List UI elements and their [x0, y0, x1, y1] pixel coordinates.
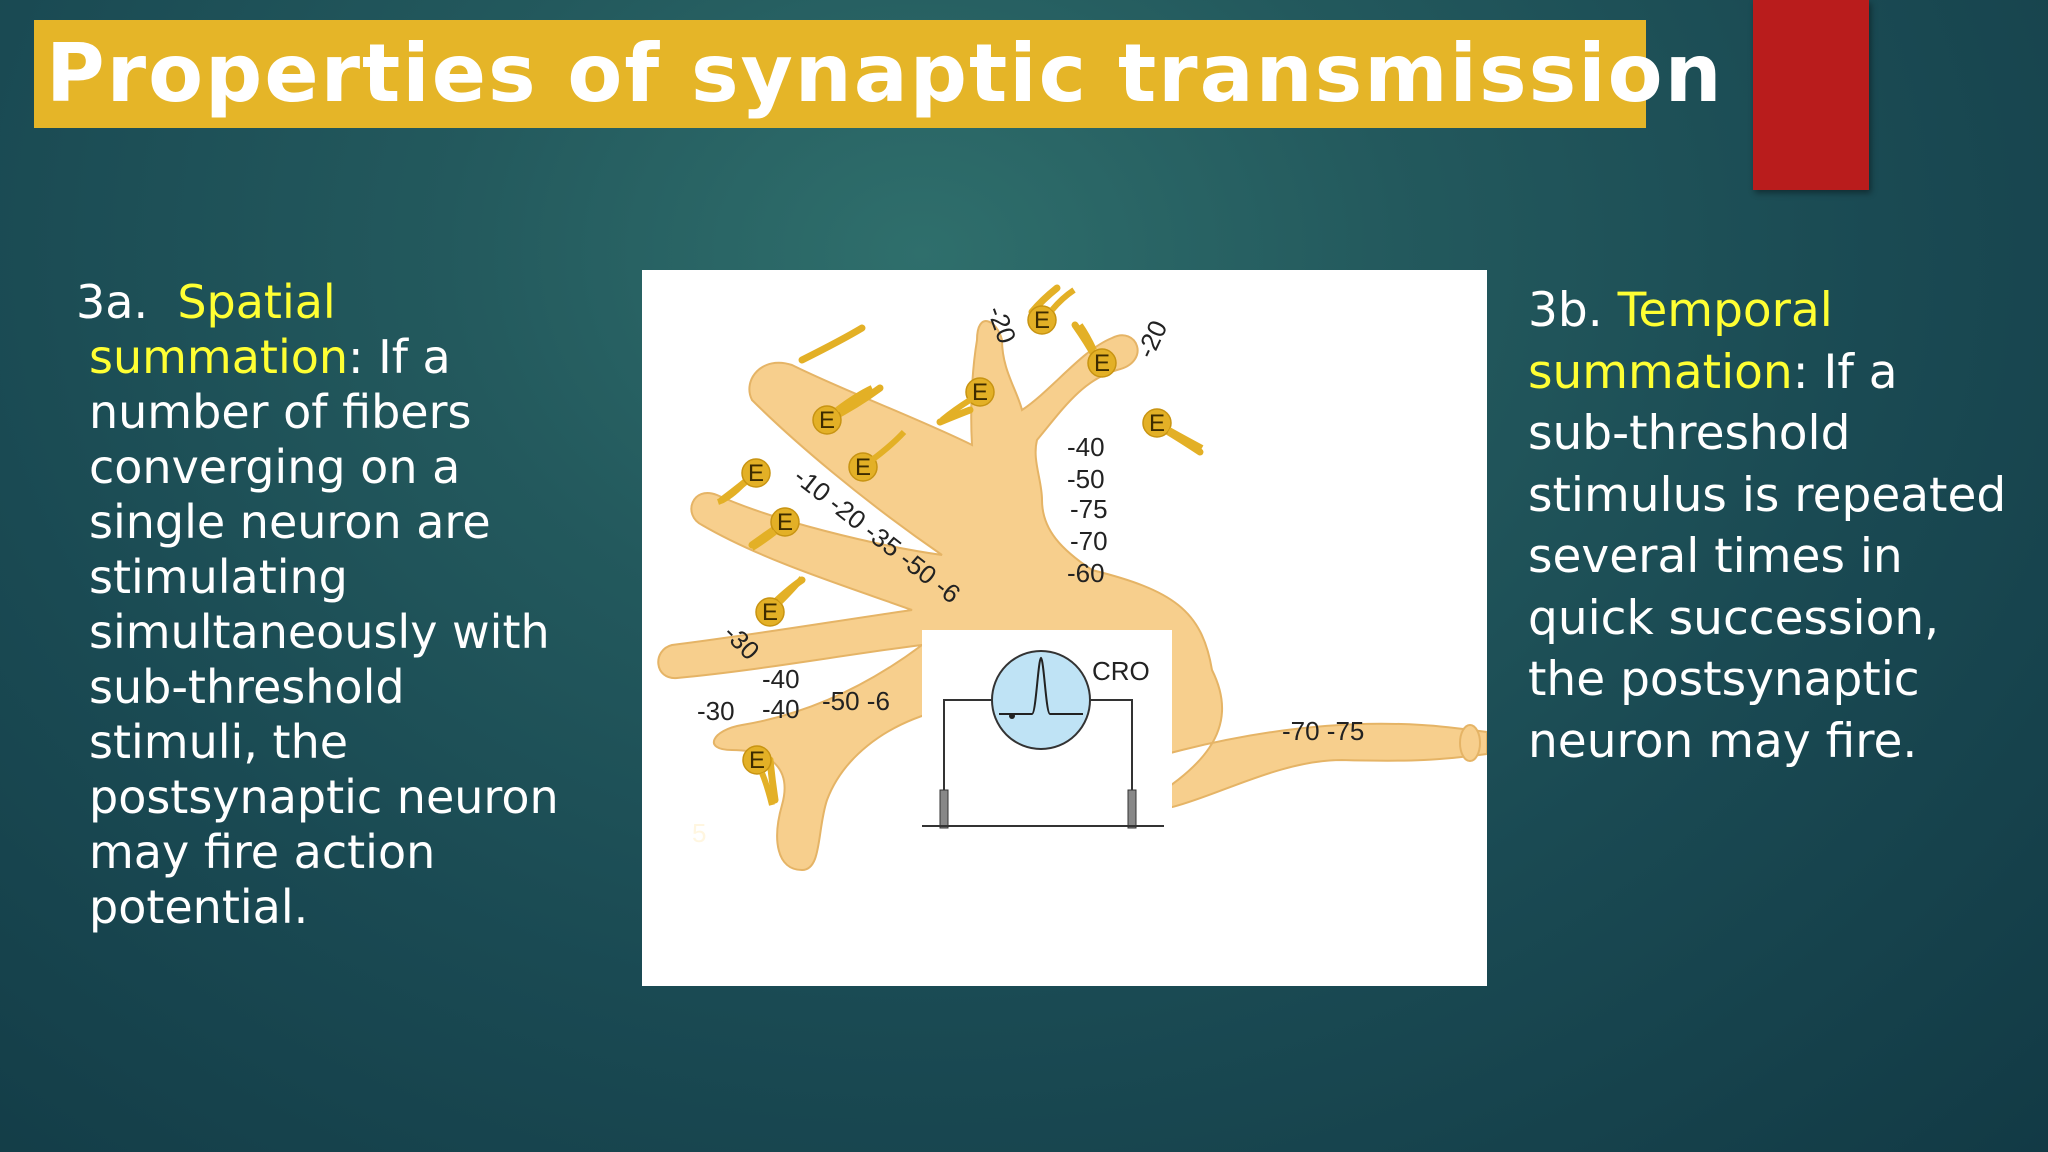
right-term-line1: Temporal [1617, 283, 1833, 338]
terminal-bulb-4 [770, 507, 800, 537]
terminal-bulb-8 [1027, 305, 1057, 335]
cro-inset: CRO [922, 630, 1172, 830]
terminal-bulb-9 [1087, 348, 1117, 378]
left-line: stimuli, the [89, 715, 349, 769]
left-line: may fire action [89, 825, 436, 879]
label-stack-4: -70 [1070, 526, 1108, 556]
terminal-stalk-h [1049, 287, 1076, 312]
terminal-bulb-5 [755, 597, 785, 627]
terminal-label: E [1149, 410, 1165, 437]
right-line: stimulus is repeated [1528, 467, 2007, 523]
left-number: 3a. [76, 275, 149, 329]
left-line: number of fibers [89, 385, 472, 439]
left-line: single neuron are [89, 495, 491, 549]
terminal-stalk-a [835, 385, 874, 413]
axon-end [1459, 724, 1481, 762]
label-stack-1: -40 [1067, 432, 1105, 462]
terminal-label: E [1034, 307, 1050, 334]
label-left-c: -40 [762, 694, 800, 724]
label-stack-2: -50 [1067, 464, 1105, 494]
label-left-d: -50 -6 [822, 686, 890, 716]
left-term-line2: summation [89, 330, 349, 384]
title-bar: Properties of synaptic transmission [34, 20, 1722, 128]
left-line2-rest: : If a [348, 330, 451, 384]
right-line: quick succession, [1528, 590, 1940, 646]
excitatory-terminals: E E E E E E E E E E [716, 284, 1204, 806]
terminal-label: E [777, 509, 793, 536]
right-line: the postsynaptic [1528, 652, 1920, 707]
terminal-bulb-1 [812, 405, 842, 435]
left-line: converging on a [89, 440, 461, 494]
terminal-stalk-b [870, 429, 907, 463]
label-left-b: -30 [697, 696, 735, 726]
left-term-line1: Spatial [177, 275, 336, 329]
temporal-summation-text: 3b. Temporal summation: If a sub-thresho… [1528, 280, 2043, 772]
slide-title: Properties of synaptic transmission [46, 27, 1724, 120]
label-left-a: -40 [762, 664, 800, 694]
right-line: sub-threshold [1528, 406, 1851, 461]
label-stack-3: -75 [1070, 494, 1108, 524]
cro-screen [991, 650, 1091, 750]
right-line: several times in [1528, 529, 1903, 584]
cro-wires [943, 699, 1133, 790]
terminal-label: E [749, 747, 765, 774]
terminal-stalk-d [750, 529, 777, 551]
terminal-label: E [762, 599, 778, 626]
terminal-label: E [972, 379, 988, 406]
terminal-bulb-3 [741, 458, 771, 488]
left-line: sub-threshold [89, 660, 405, 714]
left-line: potential. [89, 880, 309, 934]
right-line: neuron may fire. [1528, 713, 1918, 769]
action-potential-trace [999, 656, 1083, 715]
decorative-red-rectangle [1753, 0, 1869, 190]
terminal-label: E [819, 407, 835, 434]
trace-dot [1009, 713, 1015, 719]
terminal-stalk-c [716, 480, 747, 505]
terminal-label: E [855, 454, 871, 481]
left-line: postsynaptic neuron [89, 770, 559, 824]
left-line: simultaneously with [89, 605, 550, 659]
right-term-line2: summation [1528, 344, 1793, 400]
spatial-summation-text: 3a. Spatial summation: If a number of fi… [76, 275, 616, 935]
right-line2-rest: : If a [1792, 344, 1898, 400]
terminal-stalk-f [759, 771, 775, 806]
terminal-label: E [1094, 350, 1110, 377]
label-axon: -70 -75 [1282, 716, 1364, 746]
cro-label: CRO [1092, 656, 1150, 686]
terminal-stalk-i [1077, 323, 1097, 352]
right-number: 3b. [1528, 283, 1603, 338]
terminal-stalk-g [940, 397, 972, 423]
neuron-diagram: E E E E E E E E E E -20 -20 -40 -50 -75 … [642, 270, 1487, 986]
terminal-stalk-e [777, 576, 805, 605]
neuron-svg: E E E E E E E E E E -20 -20 -40 -50 -75 … [657, 284, 1487, 872]
terminal-1 [798, 324, 866, 364]
terminal-bulb-6 [742, 745, 772, 775]
terminal-bulb-10 [1142, 408, 1172, 438]
electrode-right [1127, 789, 1137, 829]
label-faint: 5 [692, 818, 706, 848]
terminal-label: E [748, 460, 764, 487]
electrode-left [939, 789, 949, 829]
terminal-bulb-7 [965, 377, 995, 407]
left-line: stimulating [89, 550, 348, 604]
label-stack-5: -60 [1067, 558, 1105, 588]
terminal-bulb-2 [848, 452, 878, 482]
terminal-stalk-j [1167, 427, 1204, 451]
